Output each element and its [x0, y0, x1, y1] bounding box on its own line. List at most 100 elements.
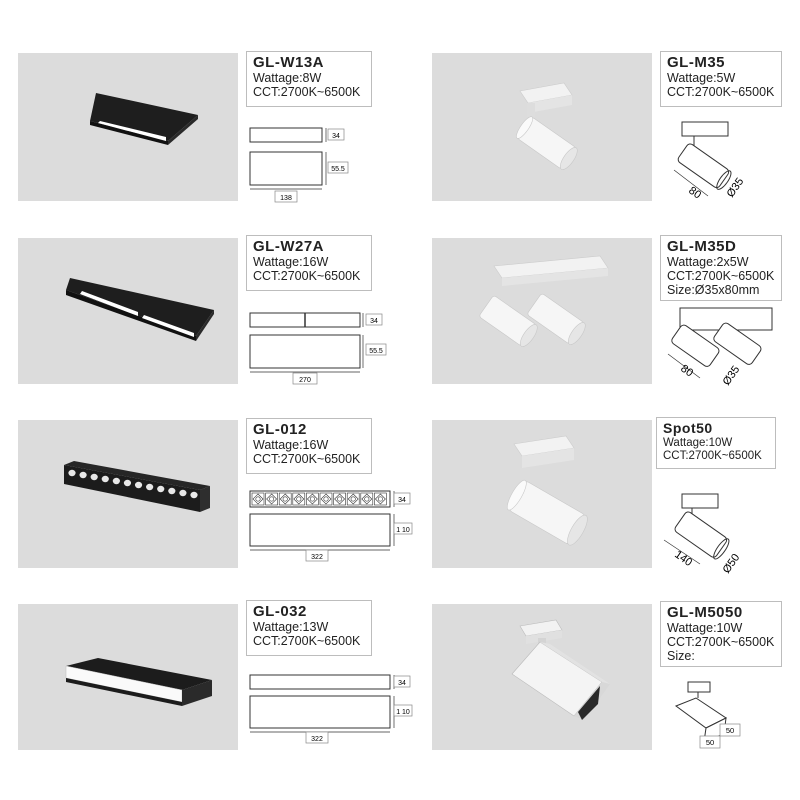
lens-cell: [112, 477, 120, 485]
dim-length: 140: [672, 549, 694, 569]
product-name: GL-M35: [667, 54, 726, 71]
lens-cell-outline: [346, 492, 360, 506]
square-spotlight-image: [511, 619, 610, 720]
cct-text: CCT:2700K~6500K: [663, 450, 762, 462]
info-box-spot50: Spot50 Wattage:10W CCT:2700K~6500K: [656, 417, 776, 469]
wattage-text: Wattage:13W: [253, 620, 329, 634]
product-name: Spot50: [663, 420, 713, 436]
dimension-drawing-gl-m35: 80 Ø35: [673, 121, 747, 202]
dimension-drawing-gl-m35d: 80 Ø35: [667, 307, 773, 388]
lens-cell-outline: [360, 492, 374, 506]
wattage-text: Wattage:8W: [253, 71, 322, 85]
lens-cell-diamond: [306, 493, 318, 505]
product-photo-gl-m35: [432, 53, 652, 201]
dim-length: 80: [678, 363, 695, 380]
dim-height: 34: [398, 497, 406, 504]
lens-cell-diamond: [361, 493, 373, 505]
lens-cell-circle: [309, 496, 315, 502]
lens-cell-circle: [337, 496, 343, 502]
lens-cell-circle: [282, 496, 288, 502]
lens-cell-diamond: [347, 493, 359, 505]
dim-length: 80: [686, 185, 703, 202]
product-photo-gl-m5050: [432, 604, 652, 750]
dimension-drawing-gl-012: 34 1 10 322: [249, 490, 413, 562]
lens-cell-circle: [377, 496, 383, 502]
product-name: GL-M5050: [667, 604, 743, 621]
lens-cell: [123, 479, 132, 487]
wall-light-image: [66, 278, 214, 341]
dim-length: 322: [311, 736, 323, 743]
lens-cell: [190, 491, 198, 499]
lens-cell: [90, 473, 98, 481]
info-box-gl-012: GL-012 Wattage:16W CCT:2700K~6500K: [246, 418, 372, 474]
grille-light-image: [64, 461, 210, 512]
linear-light-image: [65, 658, 212, 706]
cct-text: CCT:2700K~6500K: [667, 85, 775, 99]
dimension-drawing-gl-w13a: 34 55.5 138: [249, 127, 349, 203]
lens-cell-outline: [278, 492, 292, 506]
lens-cell-circle: [350, 496, 356, 502]
lens-cell-circle: [364, 496, 370, 502]
dim-height: 34: [332, 133, 340, 140]
product-photo-spot50: [432, 420, 652, 568]
info-box-gl-w27a: GL-W27A Wattage:16W CCT:2700K~6500K: [246, 235, 372, 291]
cct-text: CCT:2700K~6500K: [253, 634, 361, 648]
lens-cell: [179, 489, 187, 497]
dim-diameter: Ø35: [725, 176, 747, 200]
lens-cell: [68, 469, 76, 477]
product-name: GL-012: [253, 421, 307, 438]
spotlight-image: [516, 82, 578, 170]
lens-cell-outline: [374, 492, 387, 506]
product-photo-gl-w27a: [18, 238, 238, 384]
product-name: GL-M35D: [667, 238, 737, 255]
product-photo-gl-032: [18, 604, 238, 750]
dim-depth: 1 10: [396, 527, 410, 534]
lens-cell-circle: [269, 496, 275, 502]
dim-length: 322: [311, 554, 323, 561]
info-box-gl-m5050: GL-M5050 Wattage:10W CCT:2700K~6500K Siz…: [660, 601, 782, 667]
product-photo-gl-w13a: [18, 53, 238, 201]
lens-cell-diamond: [334, 493, 346, 505]
lens-cell-outline: [306, 492, 319, 506]
dimension-drawing-gl-m5050: 50 50: [674, 681, 741, 749]
wattage-text: Wattage:5W: [667, 71, 736, 85]
wattage-text: Wattage:16W: [253, 255, 329, 269]
lens-cell: [134, 481, 143, 489]
cct-text: CCT:2700K~6500K: [667, 269, 775, 283]
product-name: GL-032: [253, 603, 307, 620]
lens-cell-outline: [333, 492, 346, 506]
lens-cell-diamond: [293, 493, 305, 505]
lens-cell: [146, 483, 154, 491]
lens-cell-diamond: [252, 493, 264, 505]
dim-length: 270: [299, 377, 311, 384]
dim-length: 138: [280, 195, 292, 202]
dimension-drawing-gl-w27a: 34 55.5 270: [249, 312, 387, 385]
dimension-drawing-spot50: 140 Ø50: [663, 493, 743, 576]
dim-diameter: Ø50: [721, 552, 743, 576]
dim-width: 50: [706, 738, 714, 747]
dim-height: 34: [398, 680, 406, 687]
lens-cell-outline: [251, 492, 265, 506]
dim-depth: 55.5: [369, 348, 383, 355]
lens-cell-diamond: [266, 493, 278, 505]
cct-text: CCT:2700K~6500K: [253, 85, 361, 99]
lens-cell-diamond: [320, 493, 332, 505]
cct-text: CCT:2700K~6500K: [253, 452, 361, 466]
dim-height: 50: [726, 726, 734, 735]
lens-cell-outline: [319, 492, 333, 506]
lens-cell: [168, 487, 176, 495]
double-spotlight-image: [479, 255, 609, 347]
lens-cell-circle: [323, 496, 329, 502]
info-box-gl-032: GL-032 Wattage:13W CCT:2700K~6500K: [246, 600, 372, 656]
lens-cell-outline: [265, 492, 278, 506]
product-name: GL-W13A: [253, 54, 324, 71]
product-photo-gl-012: [18, 420, 238, 568]
size-text: Size:: [667, 649, 695, 663]
info-box-gl-m35d: GL-M35D Wattage:2x5W CCT:2700K~6500K Siz…: [660, 235, 782, 301]
wattage-text: Wattage:10W: [663, 437, 733, 449]
spotlight-image: [506, 435, 588, 546]
lens-cell-diamond: [374, 493, 386, 505]
dimension-drawing-gl-032: 34 1 10 322: [249, 674, 413, 744]
dim-height: 34: [370, 318, 378, 325]
lens-cell: [157, 485, 165, 493]
